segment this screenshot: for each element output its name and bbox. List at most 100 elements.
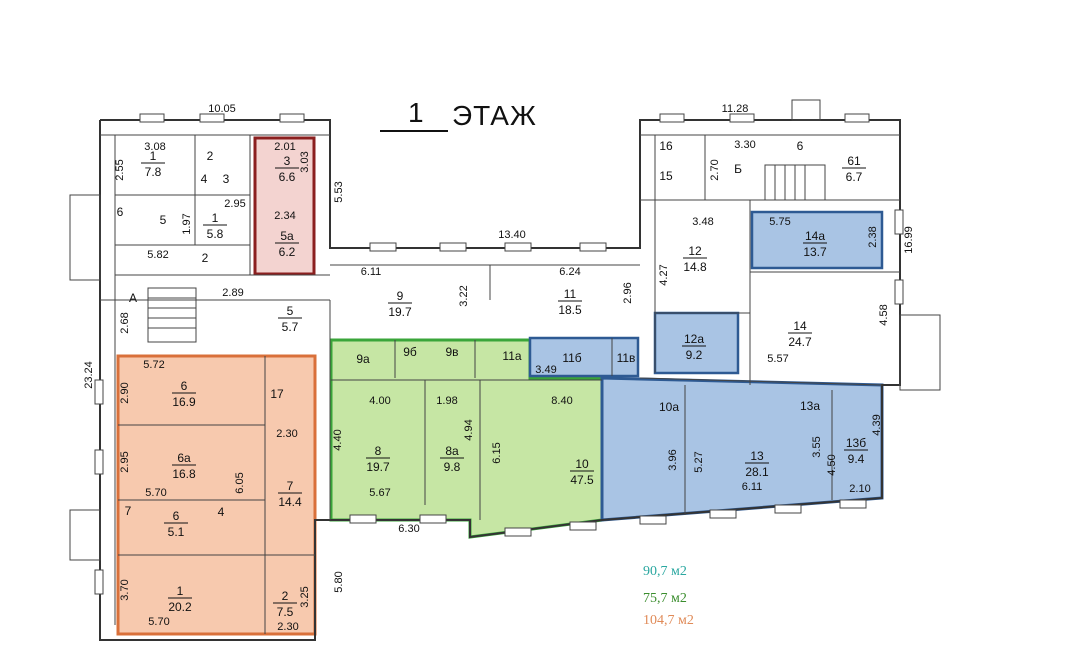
area-legend: 90,7 м2 75,7 м2 104,7 м2 xyxy=(643,564,694,628)
room-r9[interactable]: 919.7 xyxy=(388,289,412,319)
room-r8[interactable]: 819.7 xyxy=(366,444,390,474)
room-r1c[interactable]: 120.2 xyxy=(168,584,192,614)
dimension-d21: 3.48 xyxy=(692,216,713,228)
dimension-d50: 5.27 xyxy=(693,451,705,472)
room-label-s16[interactable]: 16 xyxy=(659,139,673,153)
room-label-s15[interactable]: 15 xyxy=(659,169,673,183)
zone-blue-14a[interactable] xyxy=(750,210,884,270)
room-area: 16.9 xyxy=(172,395,196,409)
room-r1a[interactable]: 17.8 xyxy=(141,149,165,179)
room-r2b[interactable]: 27.5 xyxy=(273,589,297,619)
dimension-d11: 5.82 xyxy=(147,249,168,261)
room-label-s_b[interactable]: Б xyxy=(734,162,742,176)
room-number: 11 xyxy=(564,287,577,301)
room-number: 12 xyxy=(688,244,702,258)
room-number: 2 xyxy=(282,589,289,603)
room-number: 61 xyxy=(847,154,861,168)
dimension-d53: 4.39 xyxy=(871,414,883,435)
room-number: 14 xyxy=(793,319,807,333)
dimension-d35: 3.70 xyxy=(119,579,131,600)
room-area: 6.2 xyxy=(279,245,296,259)
room-number: 13 xyxy=(750,449,764,463)
dimension-d31: 2.30 xyxy=(276,428,297,440)
room-number: 8 xyxy=(375,444,382,458)
dimension-d20: 2.70 xyxy=(709,159,721,180)
room-label-s7s[interactable]: 7 xyxy=(125,504,132,518)
zone-blue-11b[interactable] xyxy=(528,336,640,378)
room-r8a[interactable]: 8а9.8 xyxy=(440,444,464,474)
room-area: 20.2 xyxy=(168,600,192,614)
room-r7[interactable]: 714.4 xyxy=(278,479,302,509)
room-area: 28.1 xyxy=(745,465,769,479)
room-r13[interactable]: 13 28.1 xyxy=(745,449,769,479)
dimension-d49: 3.96 xyxy=(667,449,679,470)
room-r1b[interactable]: 15.8 xyxy=(203,211,227,241)
room-label-s6s[interactable]: 6 xyxy=(117,205,124,219)
room-label-s2s[interactable]: 2 xyxy=(202,251,209,265)
room-area: 5.1 xyxy=(168,525,185,539)
zone-blue-12a[interactable] xyxy=(653,311,740,375)
dimension-d33: 6.05 xyxy=(234,472,246,493)
dimension-d23: 2.38 xyxy=(867,226,879,247)
dimension-d15: 2.89 xyxy=(222,287,243,299)
room-label-s13a[interactable]: 13а xyxy=(800,399,820,413)
room-r6b[interactable]: 616.9 xyxy=(172,379,196,409)
dimension-d18: 2.96 xyxy=(622,282,634,303)
room-area: 9.2 xyxy=(686,348,703,362)
room-area: 7.5 xyxy=(277,605,294,619)
room-label-s10a[interactable]: 10а xyxy=(659,400,679,414)
zone-blue-rooms[interactable] xyxy=(600,376,884,522)
room-number: 8а xyxy=(445,444,459,458)
dimension-d19: 3.30 xyxy=(734,139,755,151)
room-number: 5а xyxy=(280,229,294,243)
room-area: 47.5 xyxy=(570,473,594,487)
room-r5[interactable]: 55.7 xyxy=(278,304,302,334)
room-label-s11b[interactable]: 11б xyxy=(562,351,581,365)
zone-red-rooms[interactable] xyxy=(253,136,316,276)
room-label-s11v[interactable]: 11в xyxy=(617,351,636,365)
room-number: 6 xyxy=(797,139,804,153)
dimension-d25: 4.27 xyxy=(658,264,670,285)
room-label-s5s[interactable]: 5 xyxy=(160,213,167,227)
room-label-s9b[interactable]: 9б xyxy=(403,345,417,359)
room-label-s9v[interactable]: 9в xyxy=(445,345,458,359)
room-r3[interactable]: 36.6 xyxy=(275,154,299,184)
room-label-s9a[interactable]: 9а xyxy=(356,352,370,366)
dimension-d38: 3.25 xyxy=(299,586,311,607)
room-label-s4b[interactable]: 4 xyxy=(218,505,225,519)
room-label-s11a[interactable]: 11а xyxy=(502,349,521,363)
room-r6c[interactable]: 65.1 xyxy=(164,509,188,539)
room-area: 14.4 xyxy=(278,495,302,509)
room-number: 1 xyxy=(150,149,157,163)
room-number: 13б xyxy=(846,436,866,450)
zone-orange-rooms[interactable] xyxy=(116,354,317,636)
room-r6r[interactable]: 6 xyxy=(797,139,804,153)
room-area: 7.8 xyxy=(145,165,162,179)
room-label-s_a[interactable]: А xyxy=(129,291,137,305)
dimension-d42: 4.40 xyxy=(332,429,344,450)
room-number: 6а xyxy=(177,451,191,465)
dimension-d28: 23.24 xyxy=(83,361,95,389)
room-r5a[interactable]: 5а6.2 xyxy=(275,229,299,259)
dimension-d27: 5.57 xyxy=(767,353,788,365)
room-label-s17[interactable]: 17 xyxy=(270,387,284,401)
dimension-d54: 6.11 xyxy=(742,481,763,493)
room-r61[interactable]: 616.7 xyxy=(842,154,866,184)
dimension-d46: 6.15 xyxy=(491,442,503,463)
room-label-s3a[interactable]: 3 xyxy=(223,172,230,186)
room-label-s4a[interactable]: 4 xyxy=(201,172,208,186)
dimension-d17: 3.22 xyxy=(458,285,470,306)
room-r2[interactable]: 2 xyxy=(207,149,214,163)
dimension-d29: 5.72 xyxy=(143,359,164,371)
